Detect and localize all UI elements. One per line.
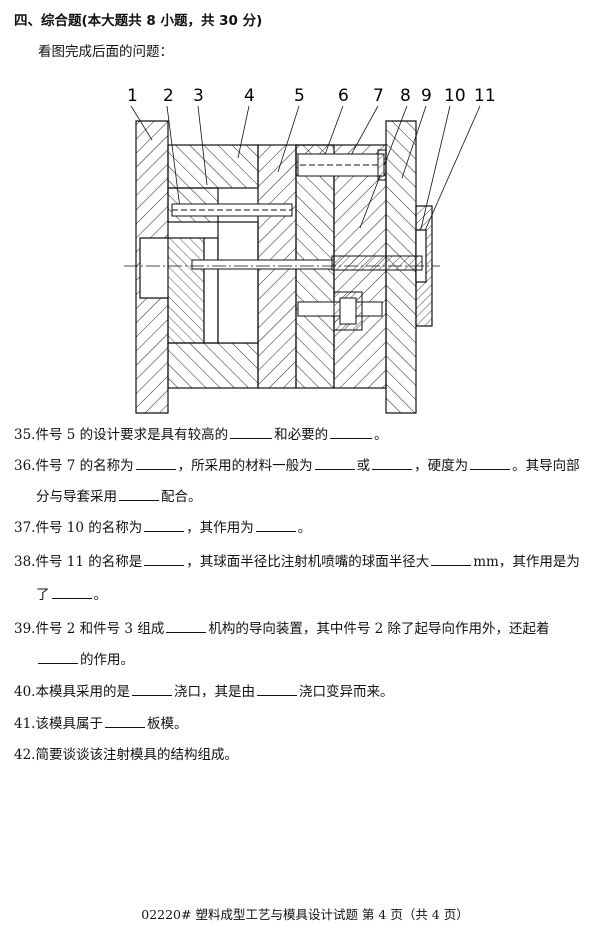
part-label-8: 8 xyxy=(400,86,411,106)
answer-blank[interactable] xyxy=(330,425,373,439)
answer-blank[interactable] xyxy=(51,585,92,599)
answer-blank[interactable] xyxy=(372,456,413,470)
section-title: 四、综合题(本大题共 8 小题，共 30 分) xyxy=(14,13,263,29)
question-39: 39.件号 2 和件号 3 组成机构的导向装置，其中件号 2 除了起导向作用外，… xyxy=(14,619,550,637)
part-label-7: 7 xyxy=(373,86,384,106)
answer-blank[interactable] xyxy=(314,456,355,470)
answer-blank[interactable] xyxy=(144,552,185,566)
part-label-9: 9 xyxy=(421,86,432,106)
part-label-10: 10 xyxy=(444,86,466,106)
question-39-cont: 的作用。 xyxy=(36,650,134,669)
part-label-2: 2 xyxy=(163,86,174,106)
answer-blank[interactable] xyxy=(255,518,296,532)
part-label-11: 11 xyxy=(474,86,496,106)
question-41: 41.该模具属于板模。 xyxy=(14,714,188,732)
question-40: 40.本模具采用的是浇口，其是由浇口变异而来。 xyxy=(14,682,394,700)
answer-blank[interactable] xyxy=(135,456,176,470)
question-38-cont: 了。 xyxy=(36,585,107,603)
answer-blank[interactable] xyxy=(131,682,172,696)
part-label-5: 5 xyxy=(294,86,305,106)
answer-blank[interactable] xyxy=(256,682,297,696)
question-37: 37.件号 10 的名称为，其作用为。 xyxy=(14,518,312,536)
part-label-1: 1 xyxy=(127,86,138,106)
answer-blank[interactable] xyxy=(104,714,145,728)
answer-blank[interactable] xyxy=(144,518,185,532)
part-label-3: 3 xyxy=(193,86,204,106)
answer-blank[interactable] xyxy=(470,456,511,470)
question-36: 36.件号 7 的名称为，所采用的材料一般为或，硬度为。其导向部 xyxy=(14,456,580,474)
page-footer: 02220# 塑料成型工艺与模具设计试题 第 4 页（共 4 页） xyxy=(141,907,469,922)
question-35: 35.件号 5 的设计要求是具有较高的和必要的。 xyxy=(14,425,388,443)
mold-assembly-drawing: 1 2 3 4 5 6 7 8 9 10 11 xyxy=(124,86,496,414)
answer-blank[interactable] xyxy=(38,650,78,664)
intro-text: 看图完成后面的问题： xyxy=(38,44,173,60)
answer-blank[interactable] xyxy=(119,487,159,501)
answer-blank[interactable] xyxy=(431,552,472,566)
part-label-4: 4 xyxy=(244,86,255,106)
question-42: 42.简要谈谈该注射模具的结构组成。 xyxy=(14,747,238,763)
answer-blank[interactable] xyxy=(166,619,207,633)
answer-blank[interactable] xyxy=(230,425,273,439)
part-label-6: 6 xyxy=(338,86,349,106)
question-36-cont: 分与导套采用配合。 xyxy=(36,487,202,505)
part-labels: 1 2 3 4 5 6 7 8 9 10 11 xyxy=(127,86,496,106)
